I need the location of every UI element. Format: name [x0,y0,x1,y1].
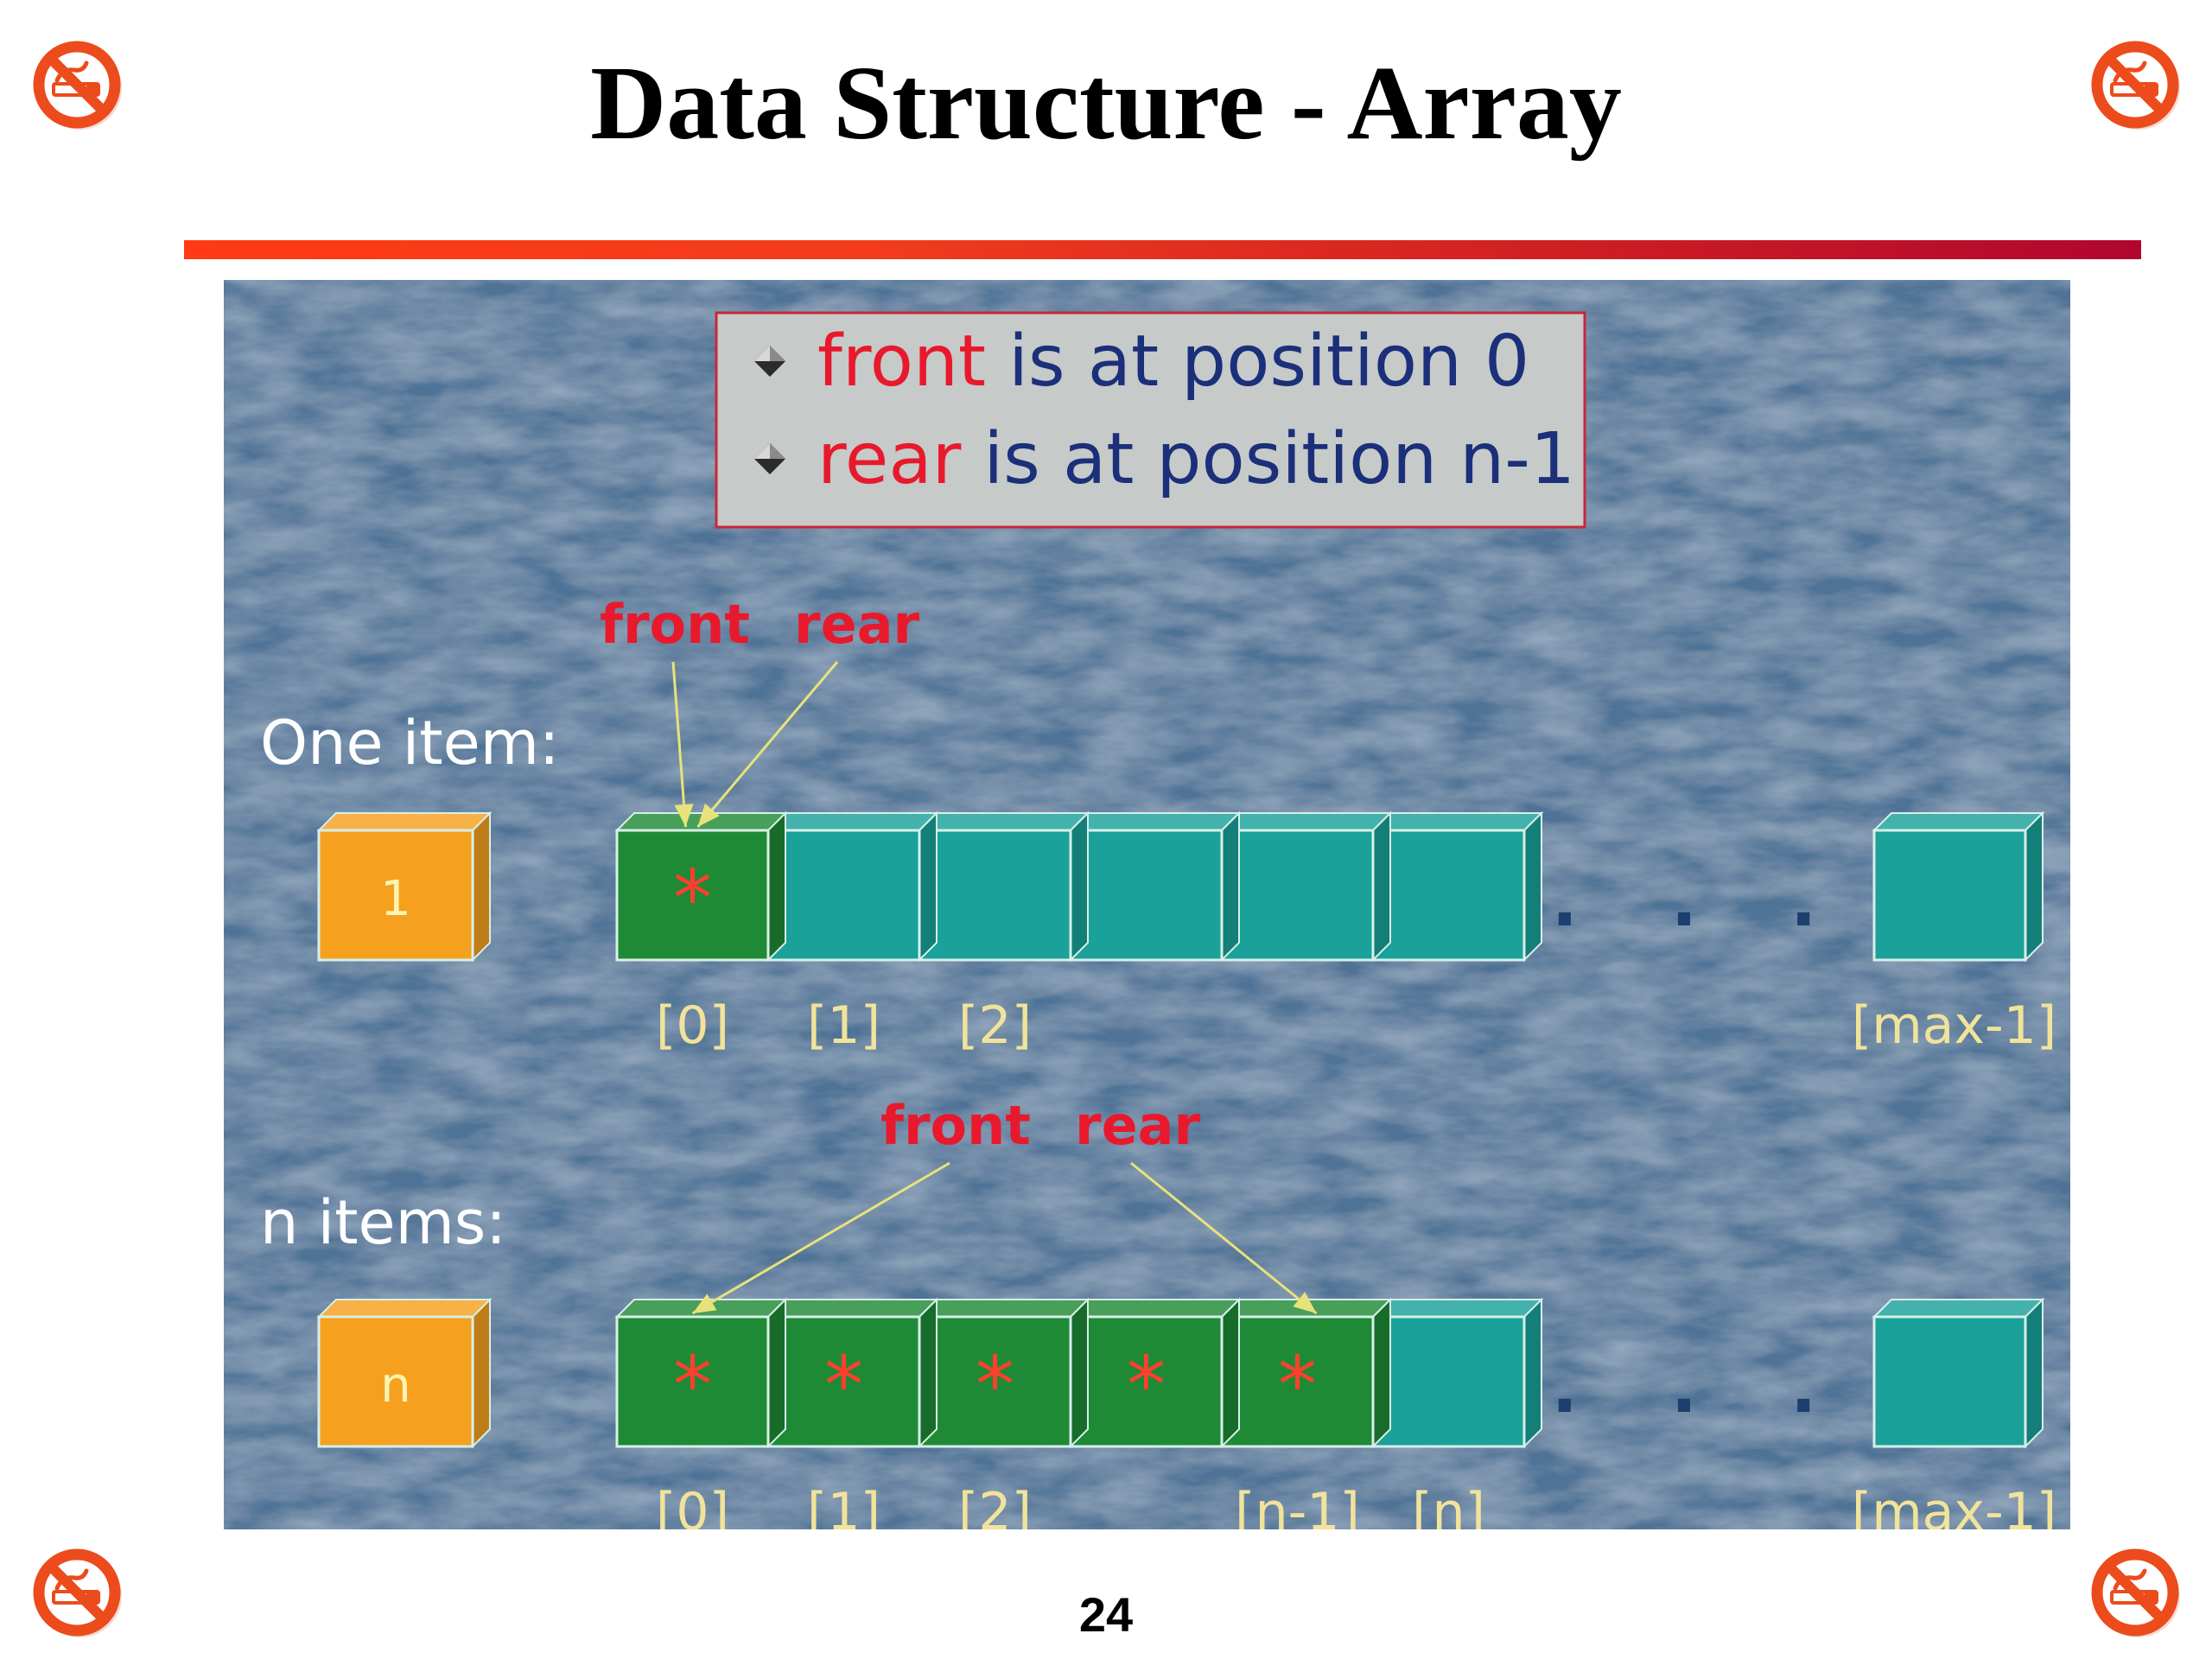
index-label: [2] [958,1482,1032,1529]
pointer-arrow [696,661,839,828]
index-label: [2] [958,995,1032,1056]
array-cell-occupied [766,1297,939,1449]
cell-marker: * [1278,1340,1317,1431]
pointer-label-rear: rear [794,593,919,656]
index-label: [n-1] [1235,1482,1360,1529]
index-label: [0] [656,1482,729,1529]
array-cell-empty [1068,810,1242,963]
legend-item: front is at position 0 [817,321,1529,403]
value-box-label: n [380,1357,411,1414]
cell-marker: * [824,1340,863,1431]
title-divider-rule [184,240,2141,259]
array-cell-occupied [614,810,788,963]
array-cell-empty [1370,1297,1544,1449]
cell-marker: * [976,1340,1014,1431]
no-smoking-icon [2089,39,2184,134]
pointer-arrow [1130,1161,1318,1315]
legend-keyword: rear [817,418,962,500]
value-box-label: 1 [380,871,411,927]
ellipsis: . . . [1552,861,1852,942]
array-cell-occupied [1219,1297,1393,1449]
page-number: 24 [1078,1587,1134,1642]
pointer-arrow [671,661,694,828]
array-cell-last [1872,810,2045,963]
legend-text: is at position 0 [986,321,1529,403]
index-label: [max-1] [1852,1482,2056,1529]
pointer-arrow [691,1161,950,1315]
cell-marker: * [673,854,712,944]
array-cell-empty [1370,810,1544,963]
ellipsis: . . . [1552,1348,1852,1428]
array-cell-empty [917,810,1090,963]
array-row: One item: 1 * [0] [1] [2] . . .[max-1] front rea… [260,593,2056,1056]
array-cell-empty [1219,810,1393,963]
index-label: [1] [807,995,880,1056]
value-box [316,1297,493,1449]
array-queue-diagram: front is at position 0 rear is at positio… [224,280,2070,1529]
pointer-label-front: front [600,593,750,656]
value-box [316,810,493,963]
array-cell-occupied [614,1297,788,1449]
legend-keyword: front [817,321,986,403]
cell-marker: * [673,1340,712,1431]
array-cell-empty [766,810,939,963]
legend-item: rear is at position n-1 [817,418,1575,500]
index-label: [0] [656,995,729,1056]
diamond-bullet-icon [754,443,785,474]
diagram-panel: front is at position 0 rear is at positio… [224,280,2070,1529]
pointer-label-front: front [880,1094,1031,1157]
pointer-label-rear: rear [1075,1094,1200,1157]
index-label: [max-1] [1852,995,2056,1056]
index-label: [n] [1412,1482,1485,1529]
legend-box: front is at position 0 rear is at positio… [715,311,1586,529]
array-row: n items: n * [0] * [1] * [2] * * [n-1] [n] . . . [max… [260,1094,2056,1529]
slide-title: Data Structure - Array [590,45,1622,162]
array-cell-last [1872,1297,2045,1449]
cell-marker: * [1127,1340,1166,1431]
row-label: n items: [260,1187,506,1258]
row-label: One item: [260,708,560,779]
no-smoking-icon [31,39,126,134]
legend-text: is at position n-1 [961,418,1575,500]
array-cell-occupied [917,1297,1090,1449]
diamond-bullet-icon [754,346,785,377]
index-label: [1] [807,1482,880,1529]
